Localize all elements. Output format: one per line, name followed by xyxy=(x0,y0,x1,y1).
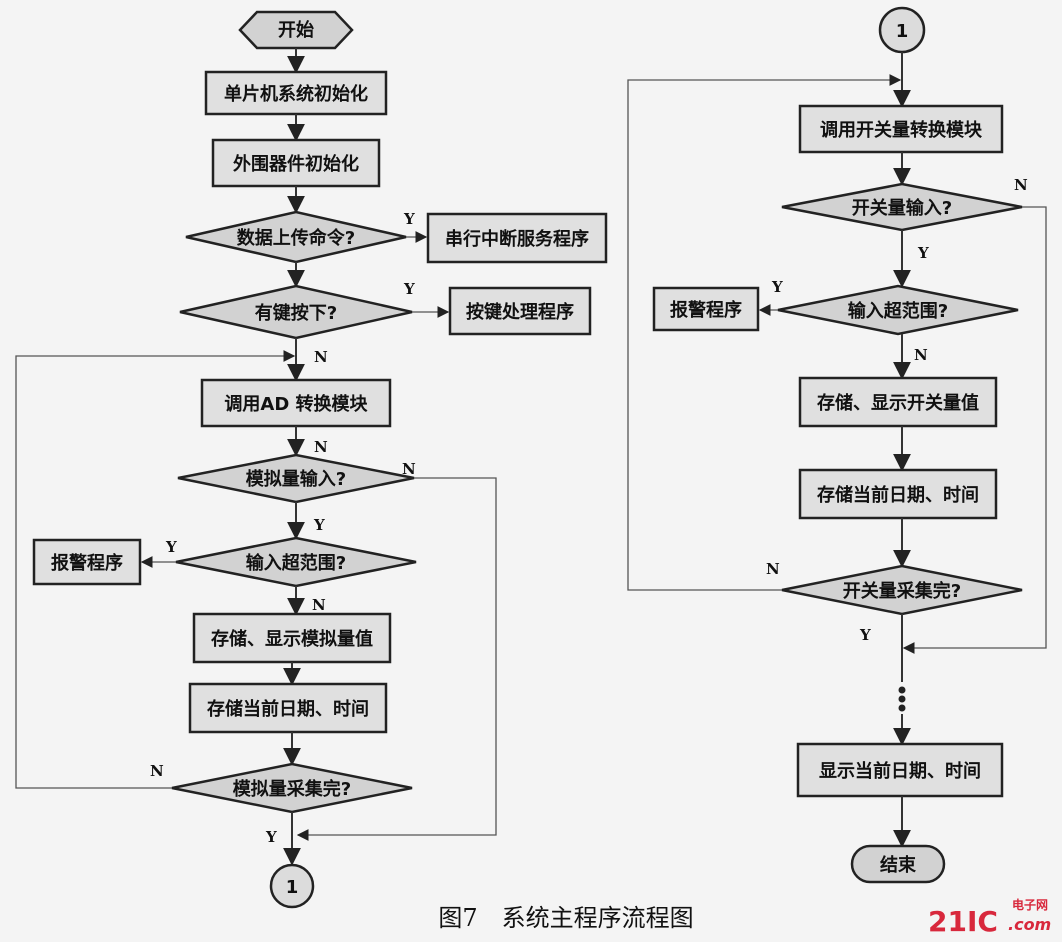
over-range-decision-2: 输入超范围? xyxy=(777,284,1019,336)
svg-text:Y: Y xyxy=(165,538,177,556)
svg-text:存储当前日期、时间: 存储当前日期、时间 xyxy=(207,698,369,720)
store-analog-box: 存储、显示模拟量值 xyxy=(192,612,392,664)
watermark-logo: 21IC 电子网 .com xyxy=(928,897,1051,938)
call-ad-box: 调用AD 转换模块 xyxy=(200,378,392,428)
svg-text:N: N xyxy=(402,460,416,478)
svg-text:1: 1 xyxy=(896,21,909,42)
store-time-box-2: 存储当前日期、时间 xyxy=(798,468,998,520)
serial-isr-box: 串行中断服务程序 xyxy=(426,212,608,264)
analog-input-decision: 模拟量输入? xyxy=(177,453,415,504)
svg-text:21IC: 21IC xyxy=(928,905,998,938)
svg-text:数据上传命令?: 数据上传命令? xyxy=(237,227,355,249)
call-switch-box: 调用开关量转换模块 xyxy=(798,104,1004,154)
continuation-dots xyxy=(898,686,906,712)
svg-text:调用开关量转换模块: 调用开关量转换模块 xyxy=(820,119,983,141)
svg-text:N: N xyxy=(314,438,328,456)
key-proc-box: 按键处理程序 xyxy=(448,286,592,336)
periph-init-box: 外围器件初始化 xyxy=(211,138,381,188)
svg-text:Y: Y xyxy=(265,828,277,846)
svg-text:显示当前日期、时间: 显示当前日期、时间 xyxy=(819,760,981,782)
svg-text:开关量采集完?: 开关量采集完? xyxy=(843,580,961,602)
svg-text:存储、显示开关量值: 存储、显示开关量值 xyxy=(817,392,979,414)
svg-text:N: N xyxy=(312,596,326,614)
analog-done-decision: 模拟量采集完? xyxy=(171,762,413,814)
svg-text:结束: 结束 xyxy=(880,854,917,876)
alarm-box-1: 报警程序 xyxy=(32,538,142,586)
svg-text:报警程序: 报警程序 xyxy=(51,552,123,574)
svg-text:存储当前日期、时间: 存储当前日期、时间 xyxy=(817,484,979,506)
over-range-decision-1: 输入超范围? xyxy=(175,536,417,588)
svg-text:N: N xyxy=(914,346,928,364)
svg-text:Y: Y xyxy=(403,280,415,298)
svg-text:调用AD 转换模块: 调用AD 转换模块 xyxy=(224,393,368,415)
svg-text:输入超范围?: 输入超范围? xyxy=(246,552,346,574)
svg-text:单片机系统初始化: 单片机系统初始化 xyxy=(224,83,368,105)
svg-text:N: N xyxy=(766,560,780,578)
svg-text:开关量输入?: 开关量输入? xyxy=(852,197,952,219)
store-time-box-1: 存储当前日期、时间 xyxy=(188,682,388,734)
svg-text:有键按下?: 有键按下? xyxy=(255,302,337,324)
svg-text:串行中断服务程序: 串行中断服务程序 xyxy=(445,228,589,250)
store-switch-box: 存储、显示开关量值 xyxy=(798,376,998,428)
svg-text:Y: Y xyxy=(859,626,871,644)
svg-text:模拟量输入?: 模拟量输入? xyxy=(246,468,346,490)
svg-text:报警程序: 报警程序 xyxy=(670,299,742,321)
connector-out: 1 xyxy=(269,863,315,909)
start-terminal: 开始 xyxy=(238,10,354,50)
svg-text:按键处理程序: 按键处理程序 xyxy=(466,301,574,323)
svg-text:存储、显示模拟量值: 存储、显示模拟量值 xyxy=(211,628,373,650)
svg-text:模拟量采集完?: 模拟量采集完? xyxy=(233,778,351,800)
svg-text:输入超范围?: 输入超范围? xyxy=(848,300,948,322)
show-time-box: 显示当前日期、时间 xyxy=(796,742,1004,798)
upload-decision: 数据上传命令? xyxy=(185,210,407,264)
svg-text:.com: .com xyxy=(1008,915,1051,934)
connector-in: 1 xyxy=(878,6,926,54)
switch-input-decision: 开关量输入? xyxy=(781,182,1023,232)
figure-caption: 图7 系统主程序流程图 xyxy=(438,904,693,932)
svg-text:N: N xyxy=(150,762,164,780)
switch-done-decision: 开关量采集完? xyxy=(781,564,1023,616)
svg-text:Y: Y xyxy=(771,278,783,296)
start-label: 开始 xyxy=(278,19,314,41)
svg-text:Y: Y xyxy=(313,516,325,534)
end-terminal: 结束 xyxy=(850,844,946,884)
key-decision: 有键按下? xyxy=(179,284,413,340)
svg-text:N: N xyxy=(314,348,328,366)
svg-text:1: 1 xyxy=(286,877,299,898)
mcu-init-box: 单片机系统初始化 xyxy=(204,70,388,116)
svg-text:Y: Y xyxy=(403,210,415,228)
alarm-box-2: 报警程序 xyxy=(652,286,760,332)
svg-text:电子网: 电子网 xyxy=(1012,897,1048,912)
svg-text:N: N xyxy=(1014,176,1028,194)
svg-text:Y: Y xyxy=(917,244,929,262)
svg-text:外围器件初始化: 外围器件初始化 xyxy=(233,153,359,175)
